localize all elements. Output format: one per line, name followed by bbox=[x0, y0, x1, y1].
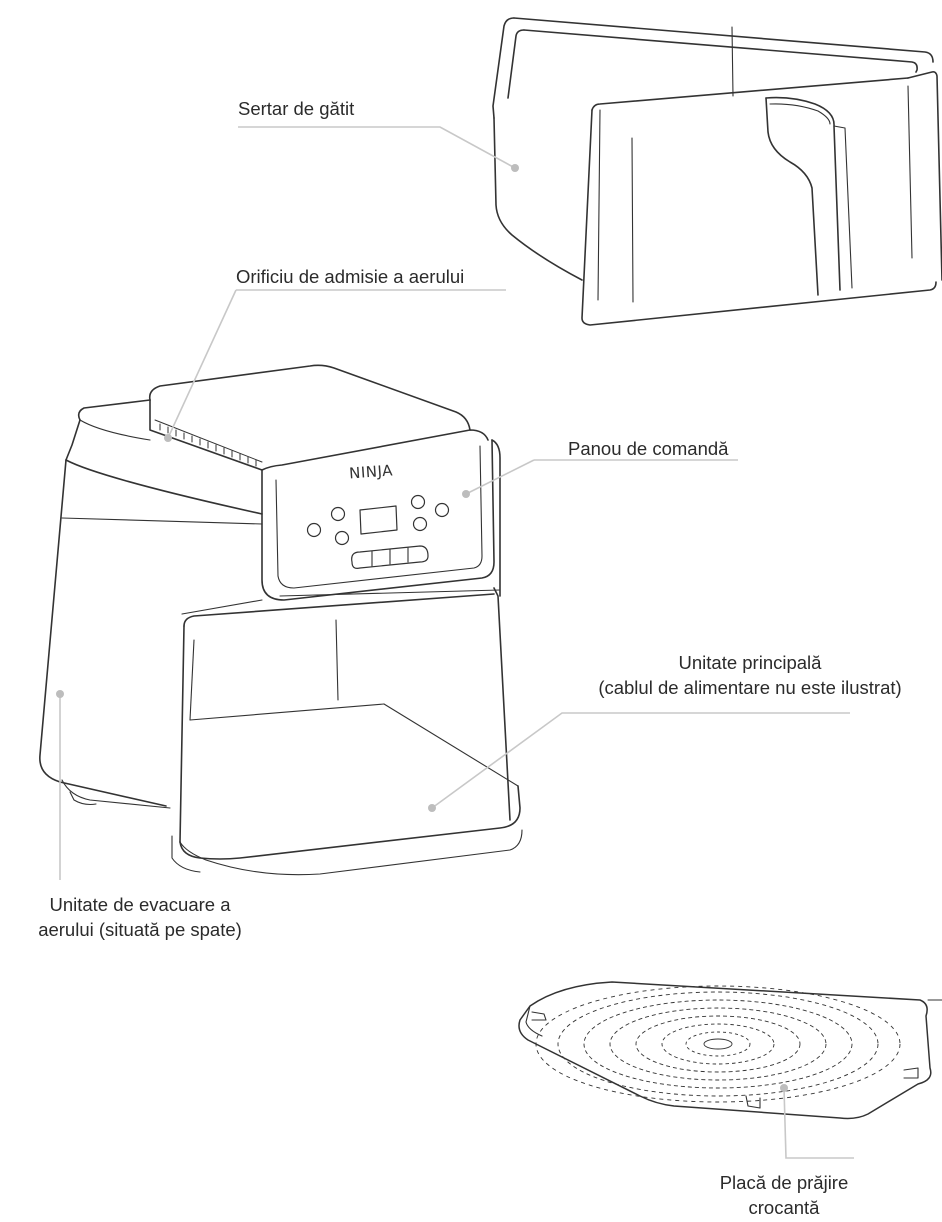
main-unit-illustration bbox=[39, 364, 523, 876]
label-cooking-drawer: Sertar de gătit bbox=[238, 98, 355, 119]
label-main-unit-line2: (cablul de alimentare nu este ilustrat) bbox=[598, 677, 902, 698]
leader-lines bbox=[59, 126, 854, 1159]
label-control-panel: Panou de comandă bbox=[568, 438, 729, 459]
leader-dots bbox=[56, 164, 788, 1092]
label-air-intake: Orificiu de admisie a aerului bbox=[236, 266, 465, 287]
label-crisper-plate-line1: Placă de prăjire bbox=[719, 1172, 849, 1193]
label-crisper-plate-line2: crocantă bbox=[748, 1197, 820, 1218]
label-main-unit-line1: Unitate principală bbox=[678, 652, 822, 673]
label-air-exhaust-line2: aerului (situată pe spate) bbox=[38, 919, 242, 940]
label-air-exhaust: Unitate de evacuare a aerului (situată p… bbox=[0, 892, 280, 942]
label-crisper-plate: Placă de prăjire crocantă bbox=[694, 1170, 874, 1220]
crisper-plate-illustration bbox=[518, 981, 942, 1120]
crisper-plate-perforations bbox=[535, 985, 901, 1103]
cooking-drawer-illustration bbox=[492, 17, 942, 326]
label-air-exhaust-line1: Unitate de evacuare a bbox=[49, 894, 231, 915]
label-main-unit: Unitate principală (cablul de alimentare… bbox=[558, 650, 942, 700]
brand-logo: NINJA bbox=[349, 461, 394, 482]
